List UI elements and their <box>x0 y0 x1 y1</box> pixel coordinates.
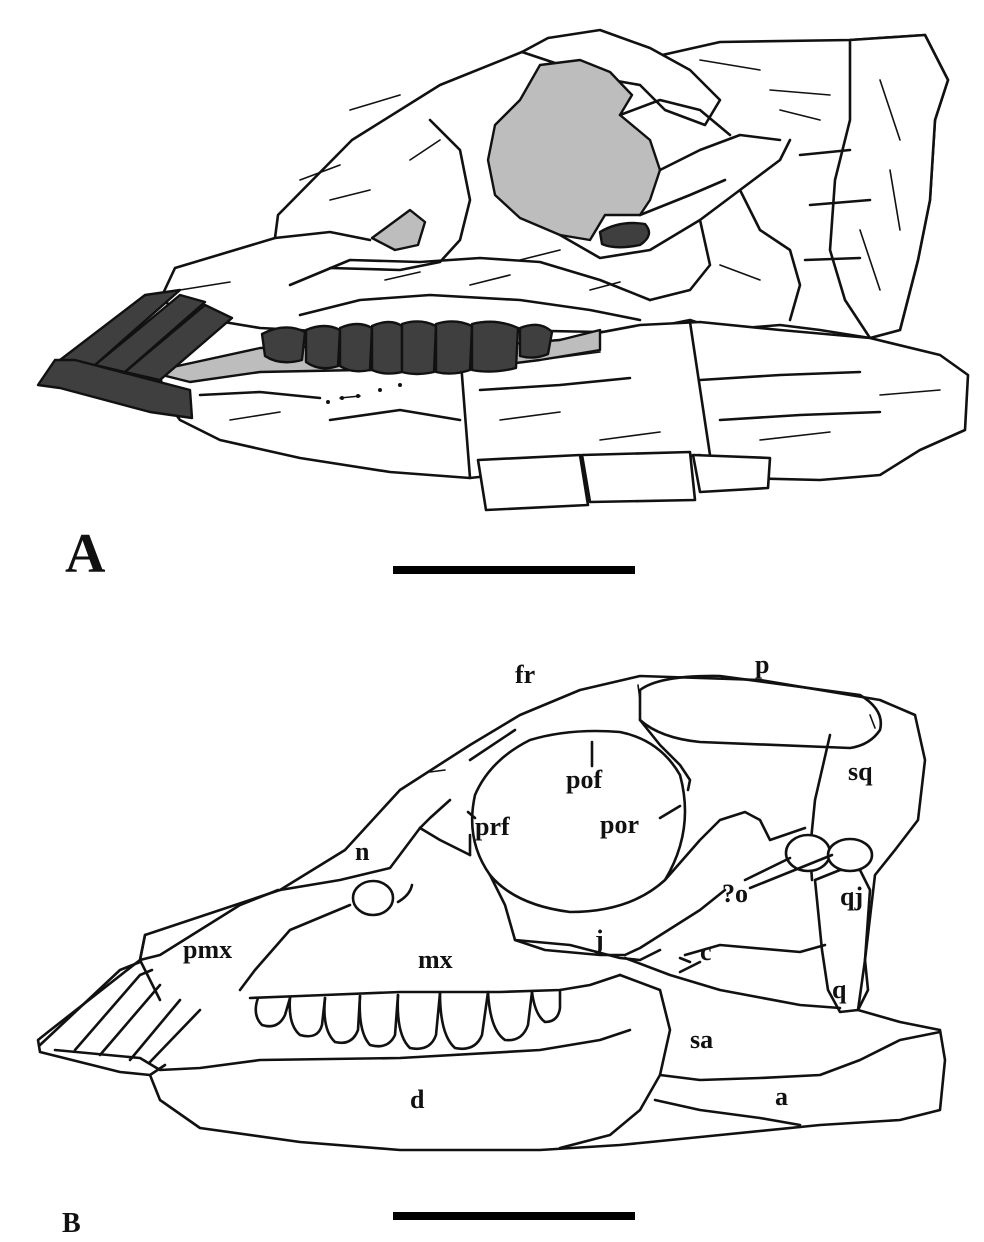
antorbital-cavity <box>370 208 427 252</box>
label-q: q <box>832 975 847 1004</box>
label-n: n <box>355 837 370 866</box>
anterior-teeth <box>36 288 234 420</box>
label-por: por <box>600 810 639 839</box>
label-p: p <box>755 650 769 679</box>
label-prf: prf <box>475 812 510 841</box>
foramen-dark <box>598 221 651 249</box>
jaw-fragment-1 <box>476 453 590 512</box>
panel-a-label: A <box>65 523 106 585</box>
label-mx: mx <box>418 945 453 974</box>
label-pof: pof <box>566 765 602 794</box>
skull-outline-b <box>36 674 947 1152</box>
label-j: j <box>594 925 604 954</box>
external-naris <box>351 879 395 917</box>
jaw-fragment-3 <box>691 453 772 494</box>
panel-a-drawing <box>36 28 970 512</box>
label-a: a <box>775 1082 788 1111</box>
supratemporal-fenestra <box>638 674 883 750</box>
maxillary-teeth <box>260 320 554 376</box>
label-c: c <box>700 937 712 966</box>
label-d: d <box>410 1085 425 1114</box>
orbit-cavity <box>486 58 662 242</box>
tooth-row-b <box>254 988 562 1050</box>
label-qj: qj <box>840 882 863 911</box>
label-sq: sq <box>848 757 873 786</box>
skull-occipital-block <box>828 33 950 340</box>
skull-dorsal-process <box>520 28 722 127</box>
label-fr: fr <box>515 660 535 689</box>
jaw-fragment-2 <box>580 450 697 504</box>
orbit-b <box>470 729 687 914</box>
panel-b-drawing <box>36 674 947 1152</box>
label-o: ?o <box>722 879 748 908</box>
panel-b-label: B <box>62 1208 81 1239</box>
label-sa: sa <box>690 1025 713 1054</box>
ossicle-2 <box>826 837 874 873</box>
label-pmx: pmx <box>183 935 232 964</box>
